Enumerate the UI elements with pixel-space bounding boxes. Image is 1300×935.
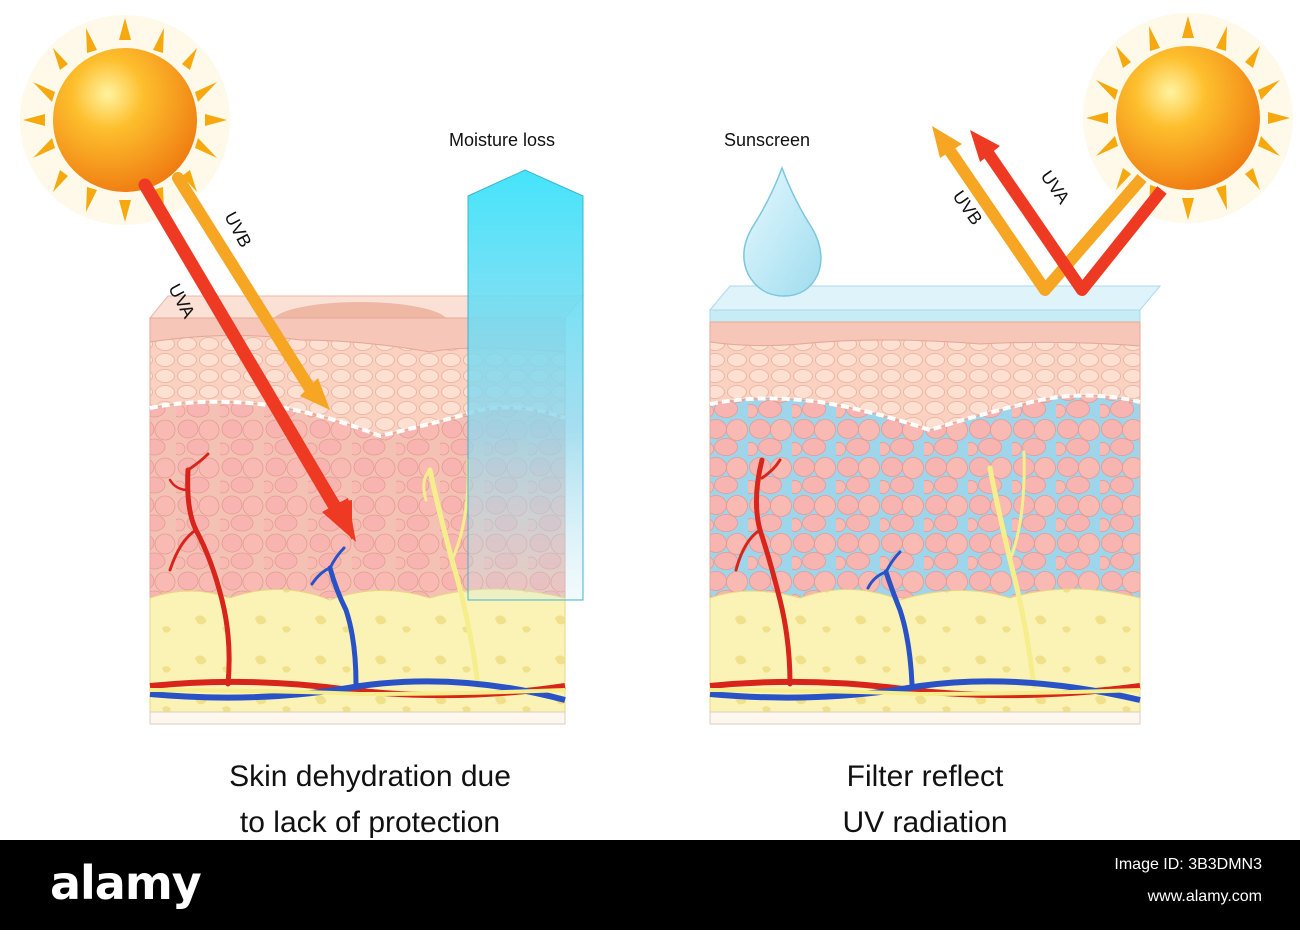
sun-icon — [1083, 13, 1293, 223]
left-uvb-arrow — [172, 172, 330, 410]
left-caption-line2: to lack of protection — [240, 806, 500, 839]
right-uva-arrow — [970, 130, 1167, 296]
right-caption-line2: UV radiation — [842, 806, 1007, 839]
right-uva-label: UVA — [1037, 167, 1074, 208]
left-skin-block — [148, 169, 585, 725]
left-caption-line1: Skin dehydration due — [229, 760, 511, 793]
moisture-loss-arrow — [467, 169, 584, 601]
watermark-image-id: Image ID: 3B3DMN3 — [1114, 856, 1262, 873]
watermark-bar — [0, 840, 1300, 930]
sunscreen-label: Sunscreen — [724, 130, 810, 150]
droplet-icon — [743, 165, 822, 297]
moisture-loss-label: Moisture loss — [449, 130, 555, 150]
right-caption-line1: Filter reflect — [847, 760, 1004, 793]
right-uvb-arrow — [932, 126, 1147, 296]
right-skin-block — [708, 285, 1162, 725]
alamy-logo: alamy — [50, 856, 202, 910]
left-uva-arrow — [138, 178, 356, 542]
watermark-url: www.alamy.com — [1147, 888, 1262, 905]
sun-icon — [20, 15, 230, 225]
